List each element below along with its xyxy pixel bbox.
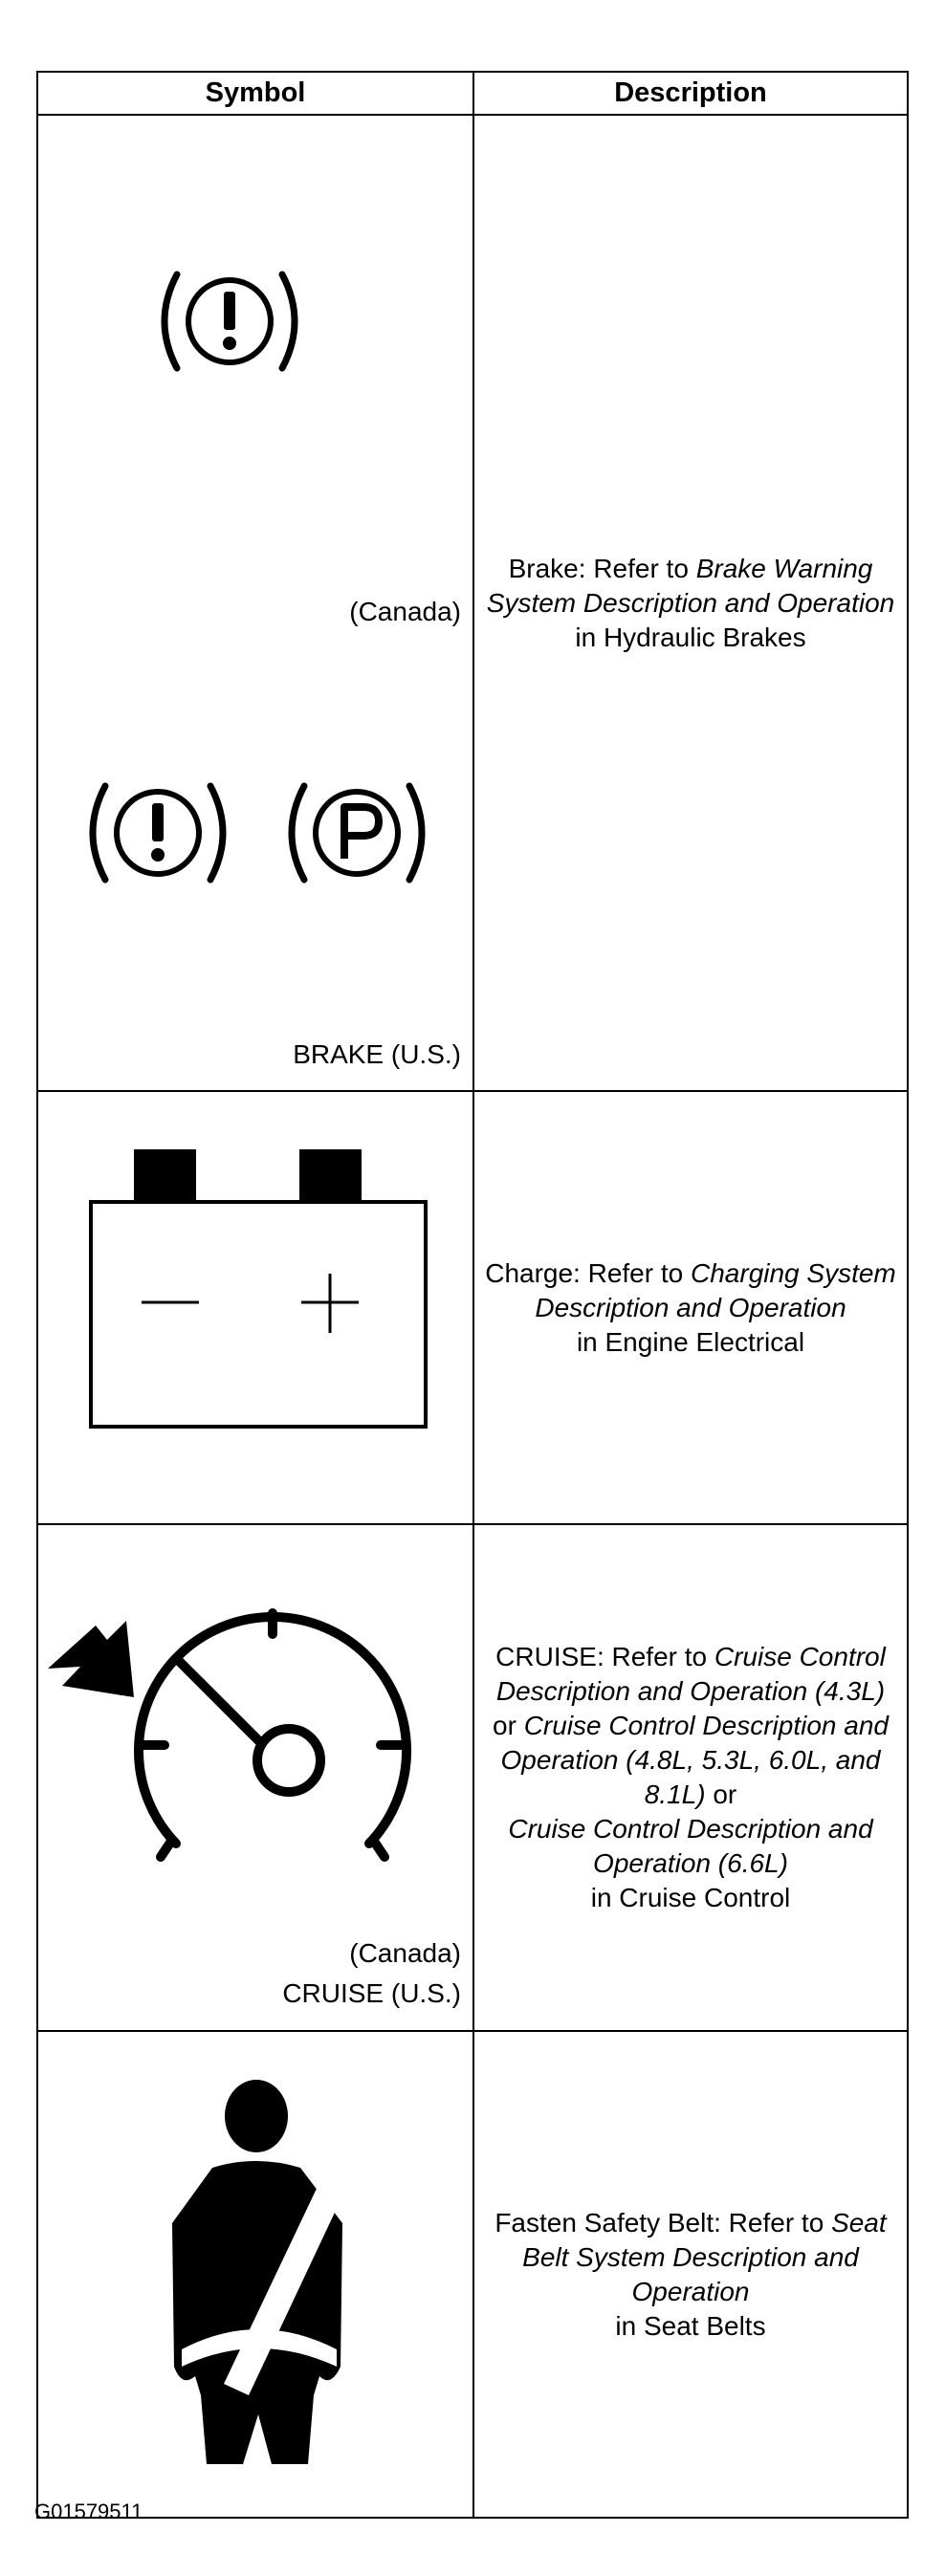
charge-desc-text: Charge: Refer to <box>485 1257 691 1288</box>
table-row: Fasten Safety Belt: Refer to Seat Belt S… <box>36 2030 909 2519</box>
header-symbol: Symbol <box>36 71 474 116</box>
cruise-control-icon <box>48 1608 411 1862</box>
brake-canada-label: (Canada) <box>349 597 461 626</box>
cruise-us-label: CRUISE (U.S.) <box>282 1978 461 2008</box>
description-cell-charge: Charge: Refer to Charging System Descrip… <box>472 1090 909 1525</box>
brake-us-label: BRAKE (U.S.) <box>293 1039 461 1069</box>
figure-id: G01579511 <box>34 2500 143 2523</box>
symbol-table: Symbol Description (Canada) <box>36 71 909 2519</box>
cruise-desc-text: CRUISE: Refer to <box>495 1642 714 1671</box>
description-cell-brake: Brake: Refer to Brake Warning System Des… <box>472 114 909 1092</box>
charge-desc-location: in Engine Electrical <box>576 1326 805 1357</box>
cruise-desc-reference-2: Cruise Control Description and Operation… <box>500 1711 889 1809</box>
symbol-cell-seatbelt <box>36 2030 474 2519</box>
table-row: (Canada) BRAKE (U.S.) Brake: Refer to Br… <box>36 114 909 1092</box>
seatbelt-desc-text: Fasten Safety Belt: Refer to <box>494 2207 832 2238</box>
brake-desc-text: Brake: Refer to <box>508 553 696 583</box>
seatbelt-desc-location: in Seat Belts <box>615 2310 766 2341</box>
charge-desc-reference: Charging System Description and Operatio… <box>535 1257 896 1322</box>
cruise-desc-or-2: or <box>705 1779 737 1809</box>
symbol-cell-charge <box>36 1090 474 1525</box>
header-description: Description <box>472 71 909 116</box>
brake-warning-icon <box>89 782 227 884</box>
description-cell-cruise: CRUISE: Refer to Cruise Control Descript… <box>472 1523 909 2032</box>
table-row: (Canada) CRUISE (U.S.) CRUISE: Refer to … <box>36 1523 909 2032</box>
brake-desc-reference: Brake Warning System Description and Ope… <box>486 553 895 618</box>
battery-charge-icon <box>89 1149 428 1429</box>
description-cell-seatbelt: Fasten Safety Belt: Refer to Seat Belt S… <box>472 2030 909 2519</box>
cruise-desc-reference-3: Cruise Control Description and Operation… <box>508 1814 873 1878</box>
table-row: Charge: Refer to Charging System Descrip… <box>36 1090 909 1525</box>
symbol-cell-brake: (Canada) BRAKE (U.S.) <box>36 114 474 1092</box>
seatbelt-desc-reference: Seat Belt System Description and Operati… <box>522 2207 887 2306</box>
parking-brake-icon <box>288 782 426 884</box>
seat-belt-icon <box>172 2080 356 2464</box>
symbol-cell-cruise: (Canada) CRUISE (U.S.) <box>36 1523 474 2032</box>
brake-warning-icon <box>161 271 298 372</box>
cruise-desc-location: in Cruise Control <box>590 1883 791 1912</box>
cruise-desc-or-1: or <box>493 1711 524 1740</box>
cruise-desc-reference-1: Cruise Control Description and Operation… <box>495 1642 886 1706</box>
brake-desc-location: in Hydraulic Brakes <box>575 622 806 652</box>
cruise-canada-label: (Canada) <box>349 1938 461 1968</box>
table-header-row: Symbol Description <box>36 71 909 116</box>
